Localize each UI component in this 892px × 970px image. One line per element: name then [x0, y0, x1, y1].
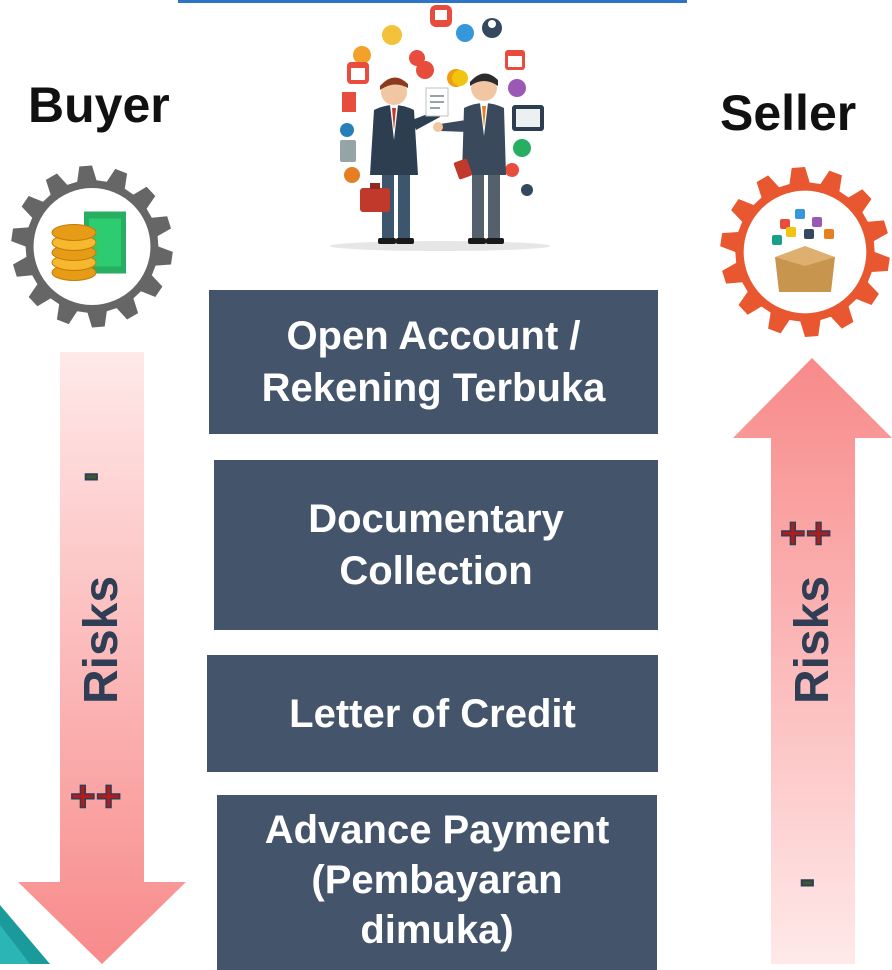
- method-letter-of-credit: Letter of Credit: [207, 655, 658, 772]
- coin: [51, 224, 97, 241]
- seller-title: Seller: [720, 85, 857, 141]
- goods-item: [786, 227, 796, 237]
- seller-risk-arrow: [733, 358, 892, 964]
- method-advance-payment-line2: (Pembayaran: [311, 858, 563, 902]
- goods-item: [795, 209, 805, 219]
- seller-high-risk-sign: ++: [779, 509, 832, 558]
- buyer-title: Buyer: [28, 77, 170, 133]
- method-open-account-line1: Open Account /: [286, 314, 581, 358]
- method-documentary-collection-line2: Collection: [339, 549, 533, 593]
- goods-item: [824, 229, 834, 239]
- corner-accent: [0, 905, 50, 964]
- method-advance-payment: Advance Payment (Pembayaran dimuka): [217, 795, 657, 970]
- seller-low-risk-sign: -: [799, 855, 816, 904]
- buyer-risks-label: Risks: [75, 575, 128, 705]
- box-flap: [775, 246, 835, 266]
- seller-risks-label: Risks: [786, 575, 839, 705]
- method-advance-payment-line1: Advance Payment: [264, 808, 610, 852]
- cardboard-box: [775, 257, 835, 292]
- buyer-high-risk-sign: ++: [69, 772, 122, 821]
- method-documentary-collection-line1: Documentary: [308, 497, 564, 541]
- seller-arrow-shape: [733, 358, 892, 964]
- goods-item: [780, 219, 790, 229]
- buyer-gear-icon: [9, 139, 175, 354]
- method-letter-of-credit-line1: Letter of Credit: [289, 691, 576, 736]
- buyer-arrow-shape: [18, 352, 186, 964]
- seller-gear-icon: [718, 152, 892, 352]
- method-advance-payment-line3: dimuka): [360, 908, 514, 952]
- buyer-risk-arrow: [18, 352, 186, 964]
- method-open-account: Open Account / Rekening Terbuka: [209, 290, 658, 434]
- buyer-low-risk-sign: -: [83, 449, 100, 498]
- goods-item: [812, 217, 822, 227]
- method-documentary-collection: Documentary Collection: [214, 460, 658, 630]
- goods-item: [804, 229, 814, 239]
- goods-item: [772, 235, 782, 245]
- business-handshake-icon: [322, 0, 562, 252]
- method-open-account-line2: Rekening Terbuka: [261, 366, 606, 410]
- top-rule: [178, 0, 687, 3]
